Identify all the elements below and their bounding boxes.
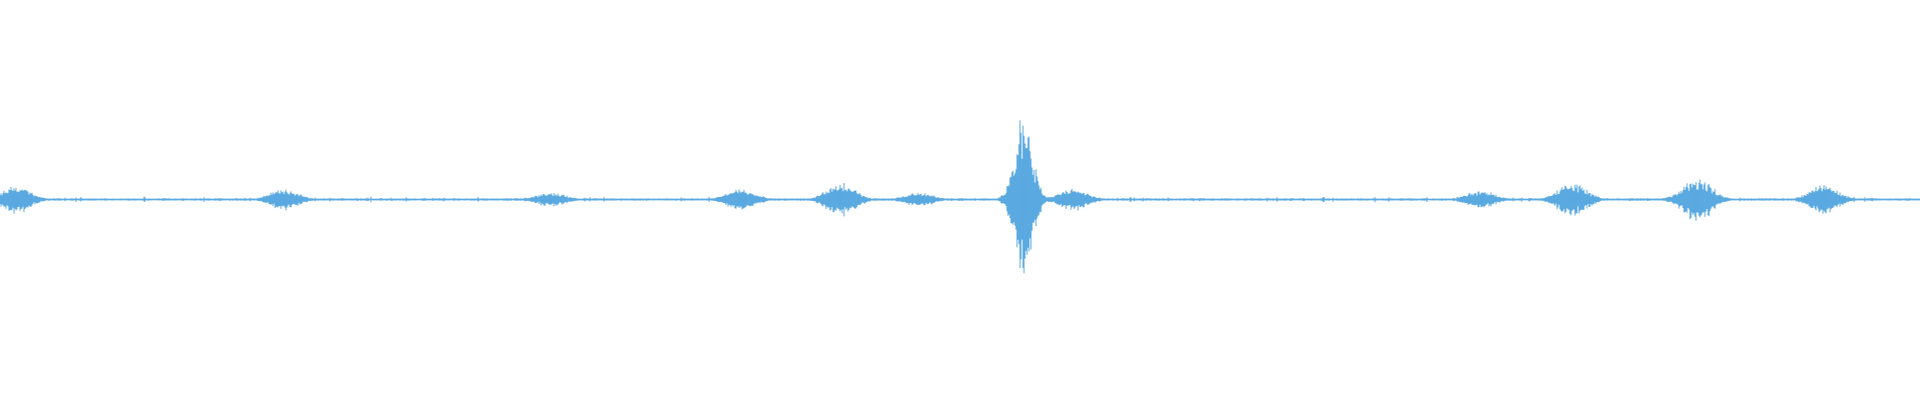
waveform-burst-7 — [1020, 168, 1026, 231]
waveform-burst-8 — [1069, 195, 1078, 204]
waveform-burst-3 — [547, 196, 555, 203]
waveform-burst-11 — [1693, 191, 1702, 208]
waveform-burst-1 — [11, 193, 20, 206]
waveform-burst-2 — [280, 195, 289, 204]
waveform-burst-10 — [1568, 193, 1577, 206]
waveform-signal — [0, 120, 1920, 274]
waveform-burst-9 — [1476, 196, 1485, 203]
waveform-burst-5 — [837, 193, 845, 206]
waveform-samples — [0, 120, 1920, 274]
waveform-burst-12 — [1820, 193, 1828, 206]
waveform-burst-6 — [915, 196, 924, 203]
waveform-burst-4 — [737, 195, 746, 204]
